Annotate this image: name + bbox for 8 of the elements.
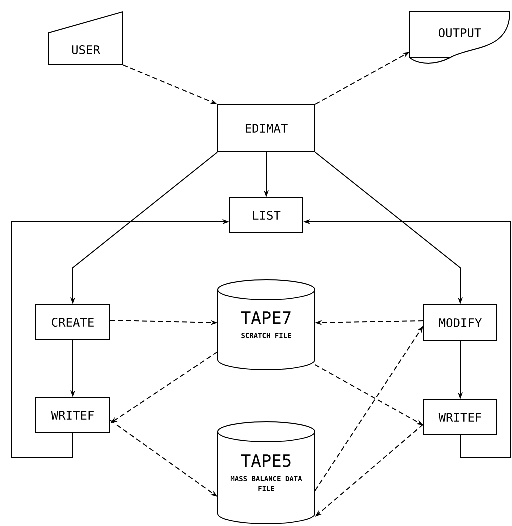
node-label: TAPE5 (241, 454, 291, 468)
process-box: LIST (230, 198, 304, 234)
process-box: WRITEF (36, 398, 110, 434)
process-box: MODIFY (424, 304, 498, 342)
process-box: CREATE (36, 304, 110, 340)
node-label: TAPE7 (241, 312, 291, 324)
process-box: EDIMAT (218, 104, 316, 152)
process-box: WRITEF (424, 400, 498, 436)
